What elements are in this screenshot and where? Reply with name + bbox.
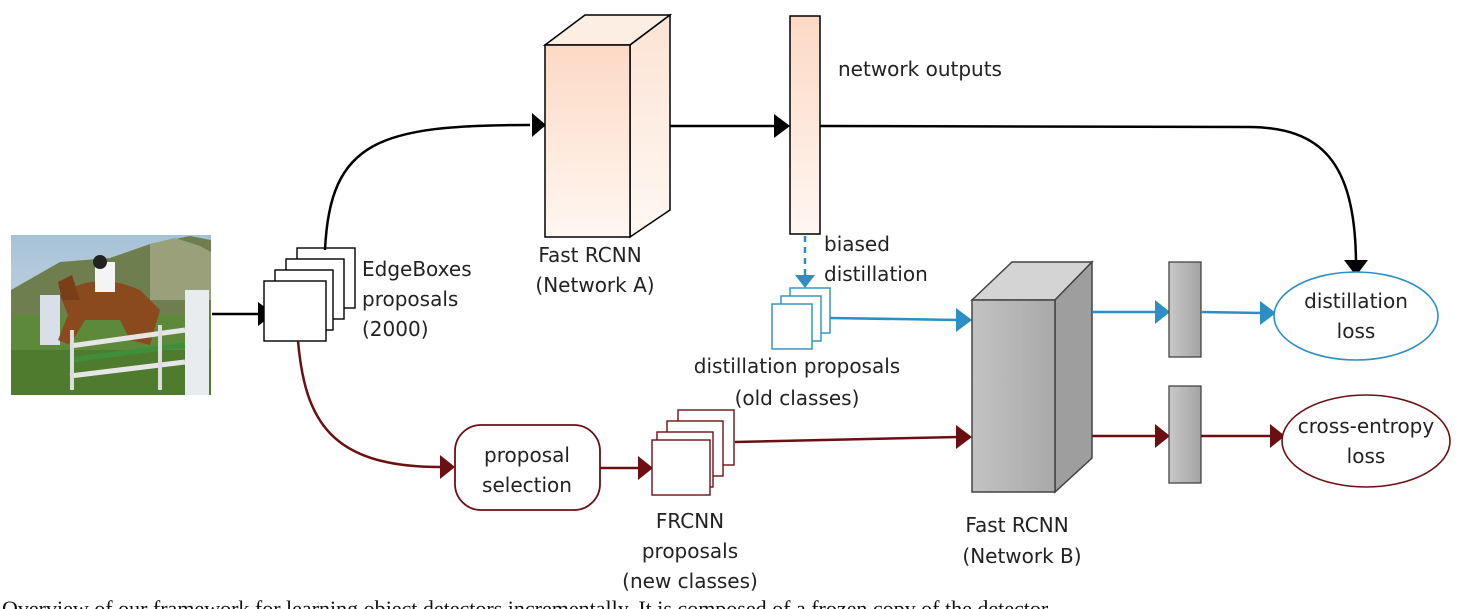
distillation-head-bar: [1168, 261, 1202, 358]
distillation-proposals-label-1: distillation proposals: [694, 354, 900, 378]
arrow-network-a-to-outputs: [670, 114, 790, 138]
cross-entropy-loss-label-1: cross-entropy: [1298, 414, 1435, 438]
arrow-frcnn-proposals-to-network-b: [734, 425, 972, 449]
arrow-selection-to-frcnn-proposals: [600, 456, 653, 480]
arrow-distillation-head-to-loss: [1200, 301, 1276, 325]
network-b-label-2: (Network B): [962, 544, 1081, 568]
figure-caption-partial: Overview of our framework for learning o…: [2, 596, 1049, 609]
network-a-block: [542, 13, 673, 239]
arrow-network-b-to-distillation-head: [1092, 300, 1170, 324]
network-a-label-2: (Network A): [535, 273, 654, 297]
arrow-network-b-to-classification-head: [1092, 424, 1170, 448]
cross-entropy-loss-label-2: loss: [1347, 444, 1386, 468]
classification-head-bar: [1168, 385, 1202, 484]
distillation-loss-label-1: distillation: [1304, 289, 1408, 313]
horse-rider-jumping-photo-icon: [11, 235, 211, 395]
proposal-selection-node: [454, 424, 601, 511]
arrow-outputs-to-distillation-loss: [819, 124, 1368, 276]
network-a-label-1: Fast RCNN: [538, 243, 641, 267]
arrow-biased-distillation: [795, 236, 815, 288]
edgeboxes-label-3: (2000): [362, 317, 429, 341]
frcnn-proposals-label-1: FRCNN: [656, 509, 724, 533]
arrow-proposals-to-network-a: [323, 113, 546, 251]
frcnn-proposals-label-2: proposals: [642, 539, 738, 563]
arrow-proposals-to-selection: [296, 340, 455, 479]
frcnn-proposals-stack: [651, 409, 735, 496]
edgeboxes-proposals-stack: [263, 247, 356, 342]
arrow-classification-head-to-loss: [1201, 424, 1285, 448]
proposal-selection-label-1: proposal: [484, 443, 570, 467]
network-b-block: [970, 260, 1094, 494]
distillation-proposals-label-2: (old classes): [735, 386, 860, 410]
proposal-selection-label-2: selection: [482, 473, 572, 497]
distillation-proposals-stack: [771, 287, 831, 350]
edgeboxes-label-2: proposals: [362, 287, 458, 311]
biased-label: biased: [824, 232, 890, 256]
frcnn-proposals-label-3: (new classes): [622, 569, 758, 593]
network-b-label-1: Fast RCNN: [965, 513, 1068, 537]
network-outputs-bar: [789, 15, 821, 235]
cross-entropy-loss-node: [1281, 394, 1451, 488]
distillation-loss-node: [1273, 271, 1439, 361]
distillation-label: distillation: [824, 262, 928, 286]
distillation-loss-label-2: loss: [1337, 319, 1376, 343]
edgeboxes-label-1: EdgeBoxes: [362, 257, 472, 281]
network-outputs-label: network outputs: [838, 57, 1002, 81]
arrow-distillation-proposals-to-network-b: [829, 308, 972, 332]
